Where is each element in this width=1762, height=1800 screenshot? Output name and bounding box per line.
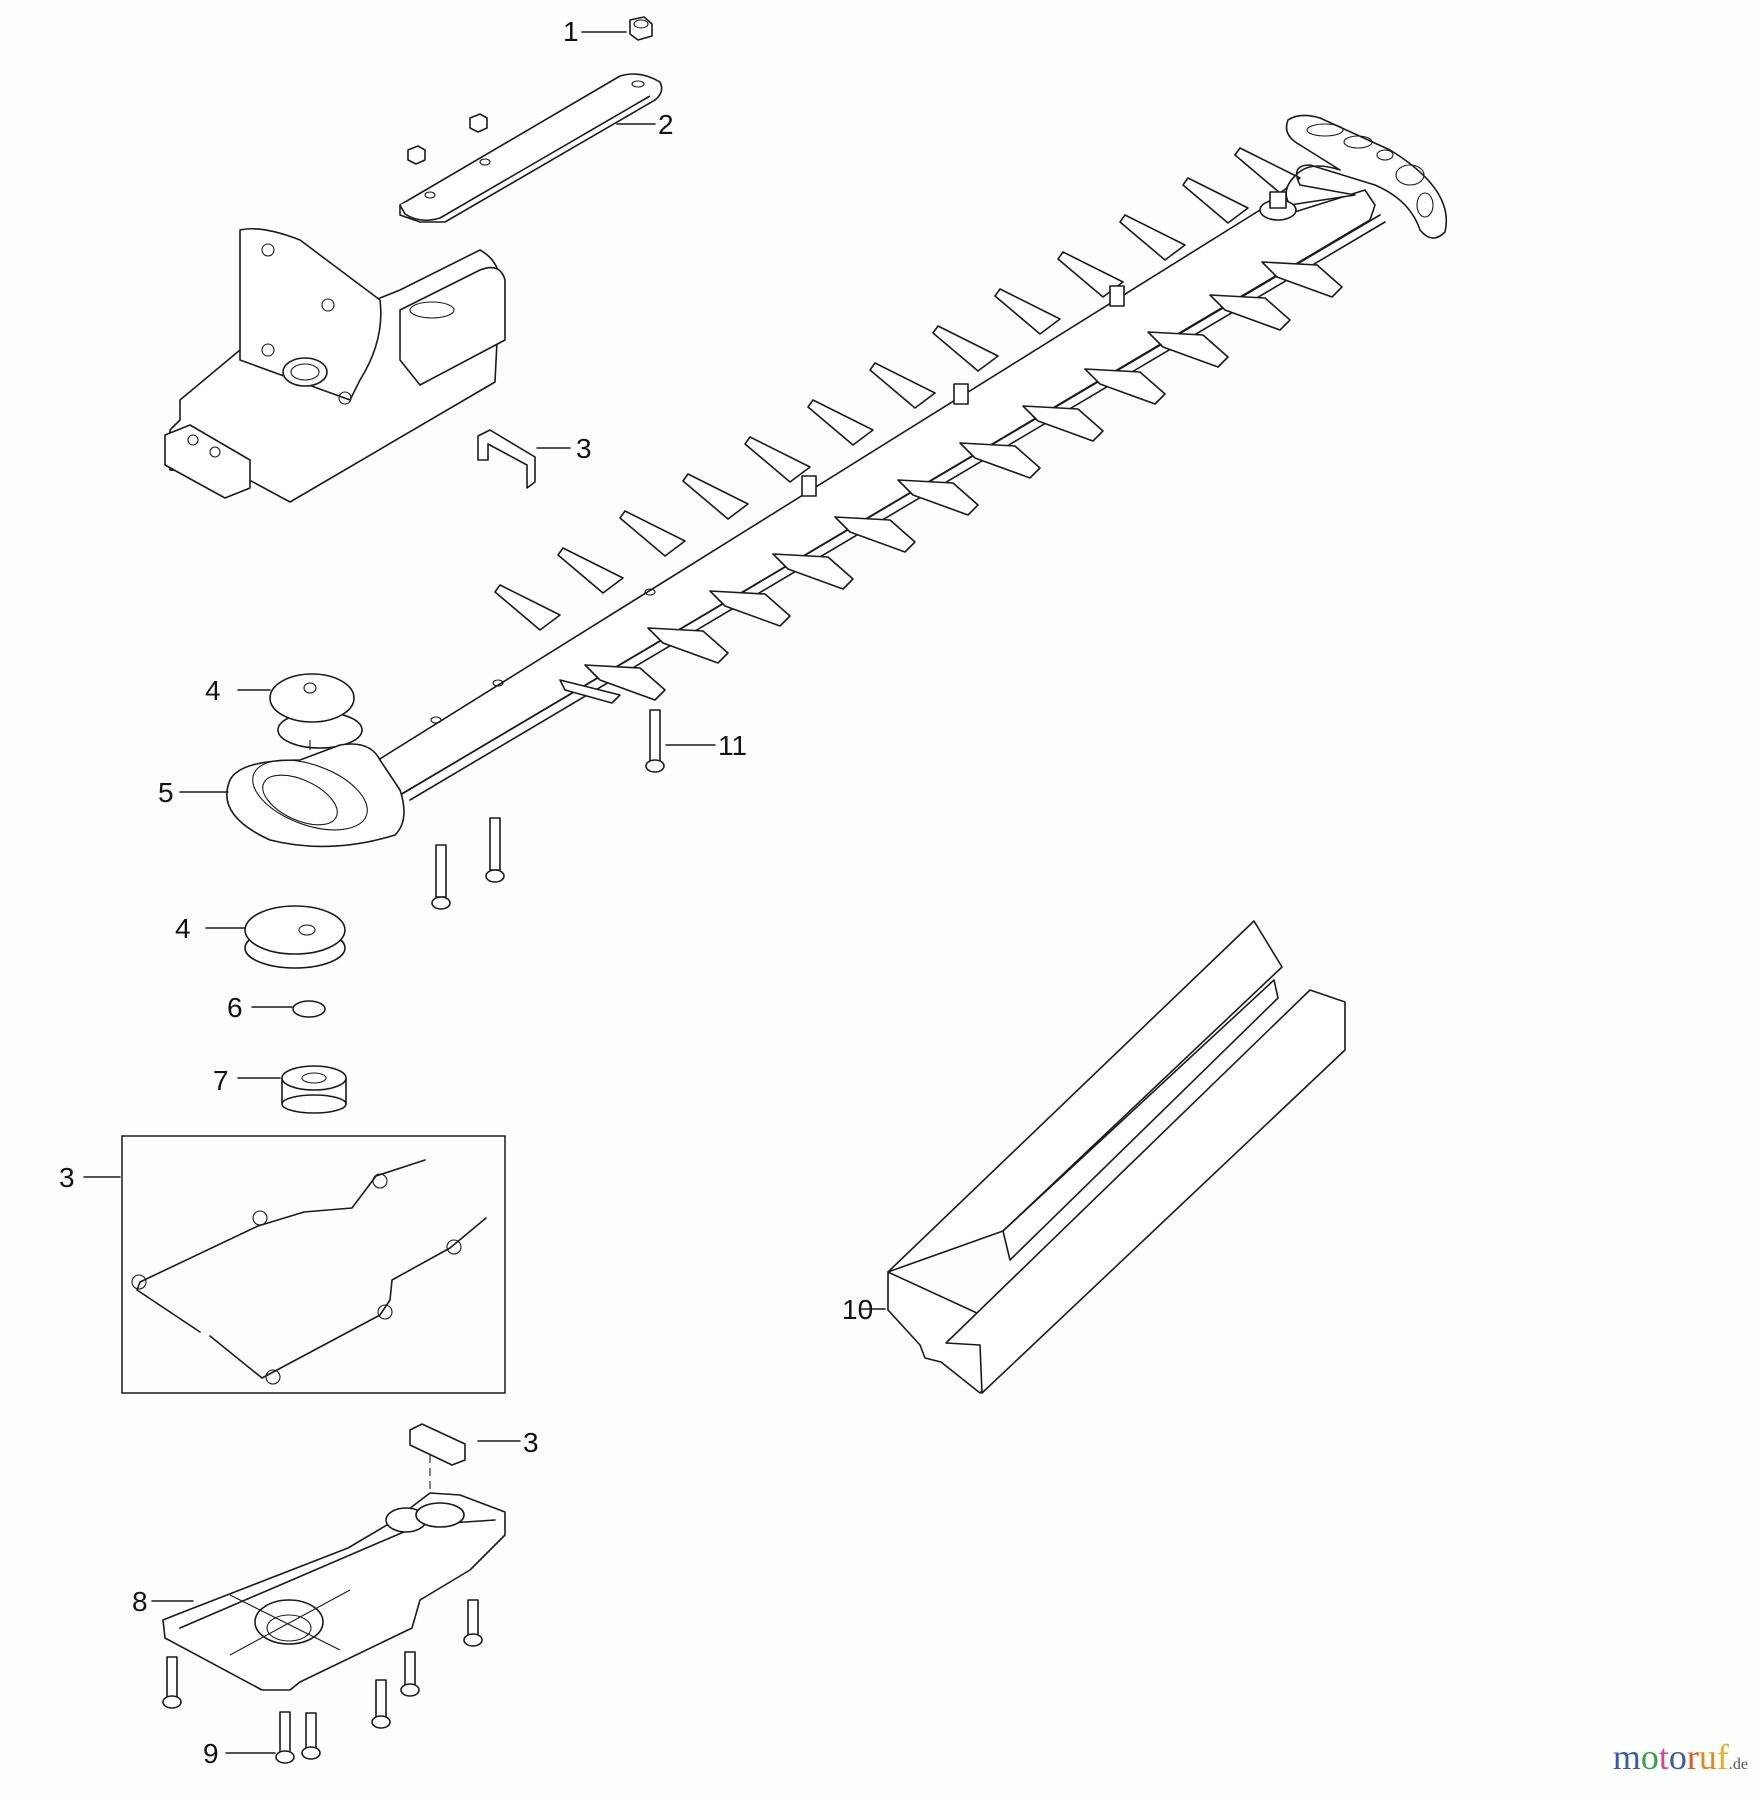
wm-letter: f	[1716, 1737, 1729, 1777]
callout-5: 5	[158, 777, 174, 808]
part-3-gasket-box	[83, 1135, 506, 1394]
wm-suffix: .de	[1728, 1756, 1748, 1773]
callout-4-bottom: 4	[175, 913, 191, 944]
callout-10: 10	[842, 1294, 873, 1325]
part-4-bushing-bottom	[205, 905, 346, 969]
callout-1: 1	[563, 16, 579, 47]
callout-3-clip: 3	[576, 433, 592, 464]
wm-letter: u	[1698, 1737, 1717, 1777]
callout-11: 11	[718, 730, 747, 761]
part-5-guide-plate	[179, 743, 405, 848]
gear-case	[164, 227, 506, 503]
wm-letter: o	[1668, 1737, 1687, 1777]
callout-4-top: 4	[205, 675, 221, 706]
wm-letter: t	[1658, 1737, 1669, 1777]
callout-labels: 1 2 3 4 5 4 6 7 3 10 3 8 9 11	[59, 16, 873, 1769]
cutter-bar	[369, 114, 1447, 801]
part-4-bushing-top	[237, 673, 363, 800]
callout-3-gasket: 3	[59, 1162, 75, 1193]
part-1-nut	[581, 16, 653, 41]
callout-8: 8	[132, 1586, 148, 1617]
callout-6: 6	[227, 992, 243, 1023]
wm-letter: o	[1640, 1737, 1659, 1777]
part-3-clip-top	[477, 429, 571, 489]
callout-2: 2	[658, 109, 674, 140]
callout-9: 9	[203, 1738, 219, 1769]
part-7-bearing	[237, 1065, 347, 1114]
part-3-spacer-block	[409, 1423, 521, 1492]
wm-letter: m	[1612, 1737, 1641, 1777]
screws-group	[431, 709, 716, 910]
part-2-plate	[399, 73, 663, 223]
part-10-scabbard	[861, 920, 1346, 1394]
watermark-logo: motoruf.de	[1613, 1736, 1748, 1778]
part-9-screws	[162, 1599, 483, 1764]
callout-3-block: 3	[523, 1427, 539, 1458]
part-8-cover	[151, 1492, 506, 1691]
part-6-circlip	[251, 1000, 326, 1018]
wm-letter: r	[1686, 1737, 1699, 1777]
callout-7: 7	[213, 1065, 229, 1096]
